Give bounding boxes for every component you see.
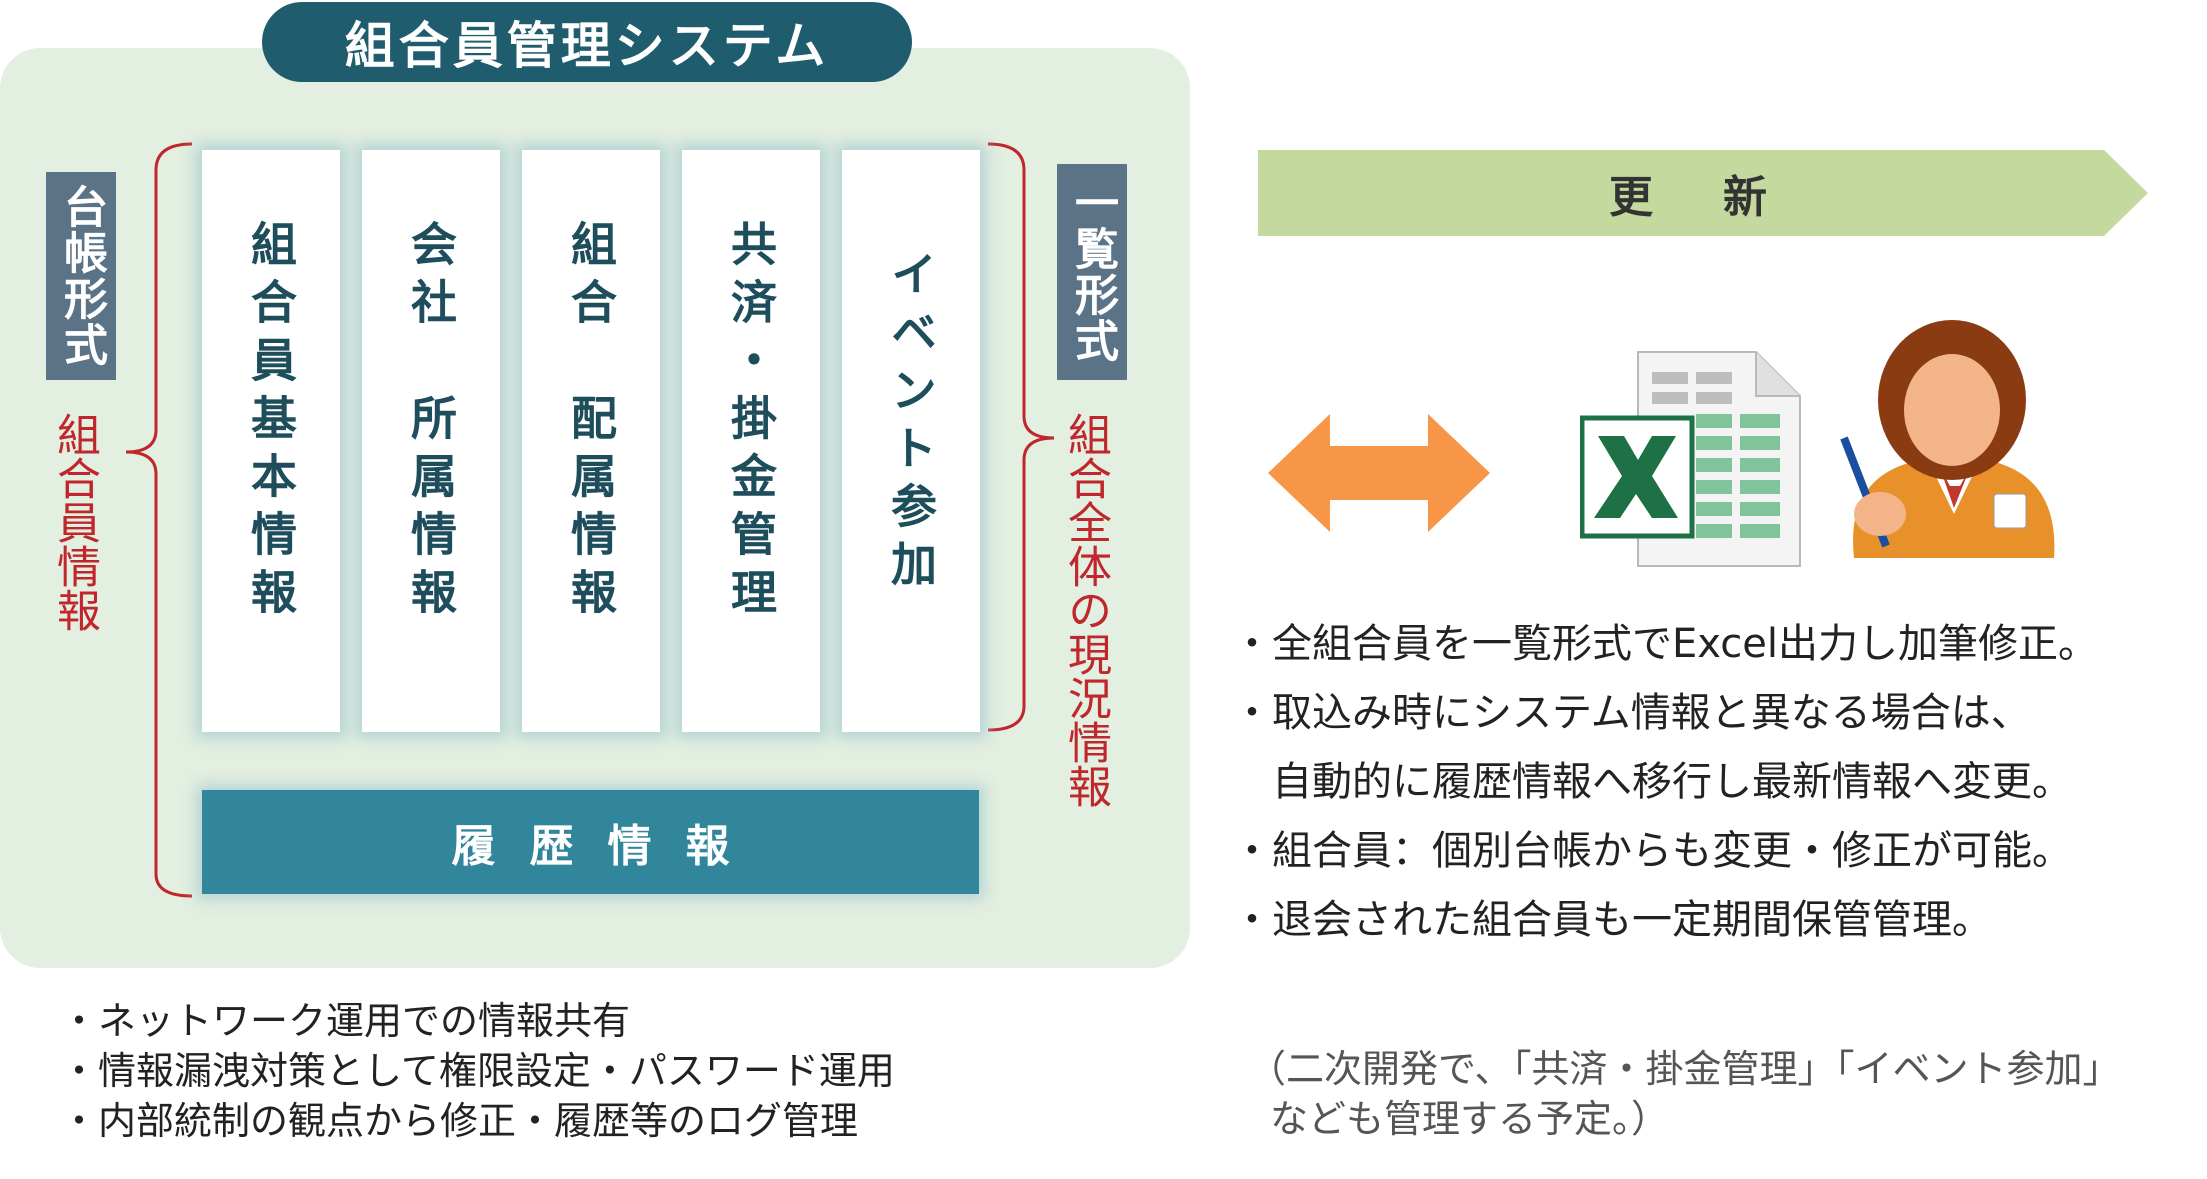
feature-item: ・取込み時にシステム情報と異なる場合は、 bbox=[1232, 690, 2031, 736]
network-feature-list: ・ネットワーク運用での情報共有 ・情報漏洩対策として権限設定・パスワード運用 ・… bbox=[60, 996, 895, 1146]
column-event: イベント参加 bbox=[842, 150, 980, 732]
network-feature-item: ・内部統制の観点から修正・履歴等のログ管理 bbox=[60, 1099, 859, 1143]
column-label: イベント参加 bbox=[884, 250, 938, 598]
column-union: 組合 配属情報 bbox=[522, 150, 660, 732]
list-format-label: 一覧形式 bbox=[1057, 164, 1127, 380]
overall-status-label: 組合全体の現況情報 bbox=[1060, 412, 1111, 808]
ledger-format-label: 台帳形式 bbox=[46, 172, 116, 380]
member-info-label: 組合員情報 bbox=[49, 412, 100, 632]
feature-item: ・退会された組合員も一定期間保管管理。 bbox=[1232, 897, 1992, 943]
update-label: 更新 bbox=[1609, 172, 1837, 223]
column-label: 組合員基本情報 bbox=[244, 220, 298, 626]
system-title: 組合員管理システム bbox=[262, 2, 912, 82]
column-label: 会社 所属情報 bbox=[404, 220, 458, 626]
history-bar: 履歴情報 bbox=[202, 790, 979, 894]
double-arrow-icon bbox=[1268, 414, 1490, 532]
update-arrow bbox=[1258, 150, 2148, 236]
person-icon bbox=[1840, 320, 2055, 558]
column-company: 会社 所属情報 bbox=[362, 150, 500, 732]
column-mutual-aid: 共済・掛金管理 bbox=[682, 150, 820, 732]
network-feature-item: ・情報漏洩対策として権限設定・パスワード運用 bbox=[60, 1049, 895, 1093]
future-plan-note: （二次開発で、「共済・掛金管理」「イベント参加」 なども管理する予定。） bbox=[1248, 1044, 2120, 1144]
feature-item: ・全組合員を一覧形式でExcel出力し加筆修正。 bbox=[1232, 621, 2098, 667]
feature-list: ・全組合員を一覧形式でExcel出力し加筆修正。 ・取込み時にシステム情報と異な… bbox=[1232, 610, 2098, 955]
note-line: （二次開発で、「共済・掛金管理」「イベント参加」 bbox=[1248, 1047, 2121, 1091]
excel-icon bbox=[1580, 351, 1801, 567]
feature-item: 自動的に履歴情報へ移行し最新情報へ変更。 bbox=[1272, 759, 2072, 805]
feature-item: ・組合員：個別台帳からも変更・修正が可能。 bbox=[1232, 828, 2072, 874]
column-member-basic: 組合員基本情報 bbox=[202, 150, 340, 732]
network-feature-item: ・ネットワーク運用での情報共有 bbox=[60, 999, 631, 1043]
right-bracket bbox=[987, 142, 1055, 732]
note-line: なども管理する予定。） bbox=[1270, 1097, 1670, 1141]
column-label: 組合 配属情報 bbox=[564, 220, 618, 626]
column-label: 共済・掛金管理 bbox=[724, 220, 778, 626]
left-bracket bbox=[125, 142, 193, 898]
